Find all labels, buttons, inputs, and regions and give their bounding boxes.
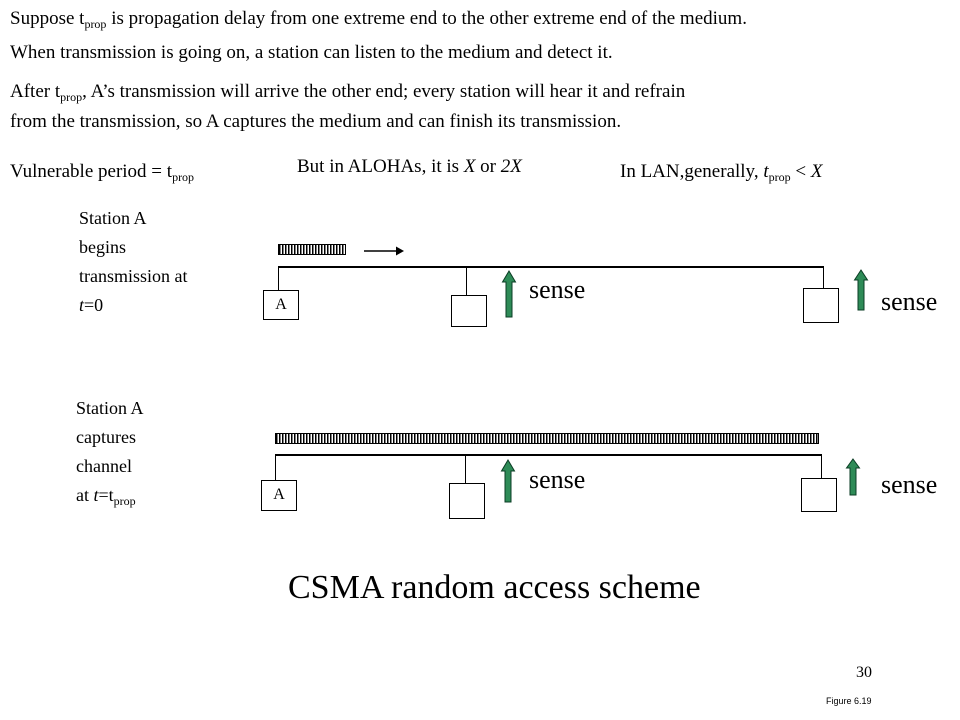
lan-t: t [763, 161, 769, 182]
vulnerable-period-label: Vulnerable period = t [10, 161, 173, 182]
tap-right-1 [823, 266, 824, 288]
bus-line-2 [275, 454, 822, 456]
slide-title: CSMA random access scheme [288, 569, 701, 606]
text-line-3: After tprop, A’s transmission will arriv… [10, 81, 685, 103]
lan-x: X [810, 161, 823, 182]
subscript: prop [84, 17, 107, 31]
sense-arrow-icon [853, 269, 869, 311]
diagram1-label-line: begins [79, 237, 126, 257]
text-line-1: Suppose tprop is propagation delay from … [10, 8, 747, 30]
subscript: prop [768, 170, 791, 184]
diagram1-t: t [79, 295, 85, 315]
text-line-2-content: When transmission is going on, a station… [10, 42, 613, 63]
tap-a-2 [275, 454, 276, 480]
lan-lt: < [790, 161, 811, 182]
text-line-4: from the transmission, so A captures the… [10, 111, 621, 133]
sense-arrow-icon [501, 270, 517, 318]
diagram2-t: t [93, 485, 99, 505]
text-line-3-part: After t [10, 81, 61, 102]
diagram1-label-line: t=0 [79, 291, 239, 320]
station-a-2: A [261, 480, 297, 511]
page-number: 30 [856, 664, 872, 681]
aloha-2x: 2X [500, 156, 522, 177]
sense-arrow-icon [500, 459, 516, 503]
subscript: prop [172, 170, 195, 184]
figure-reference: Figure 6.19 [826, 696, 872, 706]
station-right-1 [803, 288, 839, 323]
bus-line-1 [278, 266, 824, 268]
station-right-2 [801, 478, 837, 512]
diagram2-label-line: captures [76, 427, 136, 447]
station-a-1: A [263, 290, 299, 320]
text-line-1-part: Suppose t [10, 8, 85, 29]
text-line-1-part: is propagation delay from one extreme en… [106, 8, 747, 29]
sense-label-mid-1: sense [529, 275, 586, 304]
diagram1-eq: =0 [84, 295, 104, 315]
diagram2-label-line: channel [76, 456, 132, 476]
diagram2-label-line: at t=tprop [76, 481, 236, 510]
aloha-label: But in ALOHAs, it is [297, 156, 464, 177]
diagram1-label-line: Station A [79, 208, 147, 228]
subscript: prop [113, 494, 136, 508]
lan-text: In LAN,generally, tprop < X [620, 161, 822, 183]
tap-a-1 [278, 266, 279, 290]
diagram2-label-line: Station A [76, 398, 144, 418]
diagram2-label: Station A captures channel at t=tprop [76, 394, 236, 510]
packet-full [275, 433, 819, 444]
diagram2-eq: =t [98, 485, 114, 505]
tap-mid-1 [466, 266, 467, 296]
diagram1-label: Station A begins transmission at t=0 [79, 204, 239, 320]
text-line-3-part: , A’s transmission will arrive the other… [82, 81, 686, 102]
packet-small [278, 244, 346, 255]
aloha-x: X [463, 156, 476, 177]
diagram1-label-line: transmission at [79, 266, 188, 286]
station-mid-1 [451, 295, 487, 327]
tap-mid-2 [465, 454, 466, 484]
aloha-text: But in ALOHAs, it is X or 2X [297, 156, 522, 178]
tap-right-2 [821, 454, 822, 478]
sense-label-mid-2: sense [529, 465, 586, 494]
vulnerable-period-text: Vulnerable period = tprop [10, 161, 194, 183]
sense-label-right-2: sense [881, 470, 938, 499]
text-line-2: When transmission is going on, a station… [10, 42, 613, 64]
station-mid-2 [449, 483, 485, 519]
station-a-label: A [275, 296, 287, 313]
aloha-or: or [475, 156, 501, 177]
sense-label-right-1: sense [881, 287, 938, 316]
station-a-label: A [273, 486, 285, 503]
subscript: prop [60, 90, 83, 104]
text-line-4-content: from the transmission, so A captures the… [10, 111, 622, 132]
lan-label: In LAN,generally, [620, 161, 764, 182]
diagram2-at: at [76, 485, 94, 505]
sense-arrow-icon [845, 458, 861, 496]
direction-arrow-icon [364, 246, 404, 256]
